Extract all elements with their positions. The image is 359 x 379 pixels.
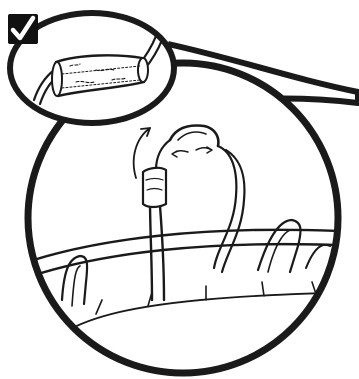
check-badge [8,14,38,44]
fabric-sleeve [143,168,166,207]
